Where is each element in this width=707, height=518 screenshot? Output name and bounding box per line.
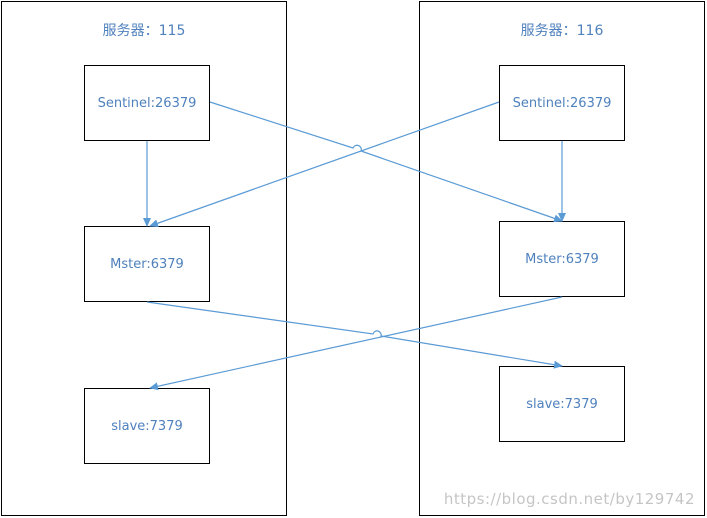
left-master-node: Mster:6379: [84, 226, 210, 302]
server-116-title: 服务器：116: [520, 23, 604, 39]
server-115-title: 服务器：115: [102, 23, 186, 39]
right-sentinel-node: Sentinel:26379: [499, 65, 625, 141]
left-slave-node: slave:7379: [84, 388, 210, 464]
watermark-text: https://blog.csdn.net/by129742: [443, 490, 695, 508]
right-slave-node: slave:7379: [499, 366, 625, 442]
left-sentinel-node: Sentinel:26379: [84, 65, 210, 141]
right-master-node: Mster:6379: [499, 221, 625, 297]
